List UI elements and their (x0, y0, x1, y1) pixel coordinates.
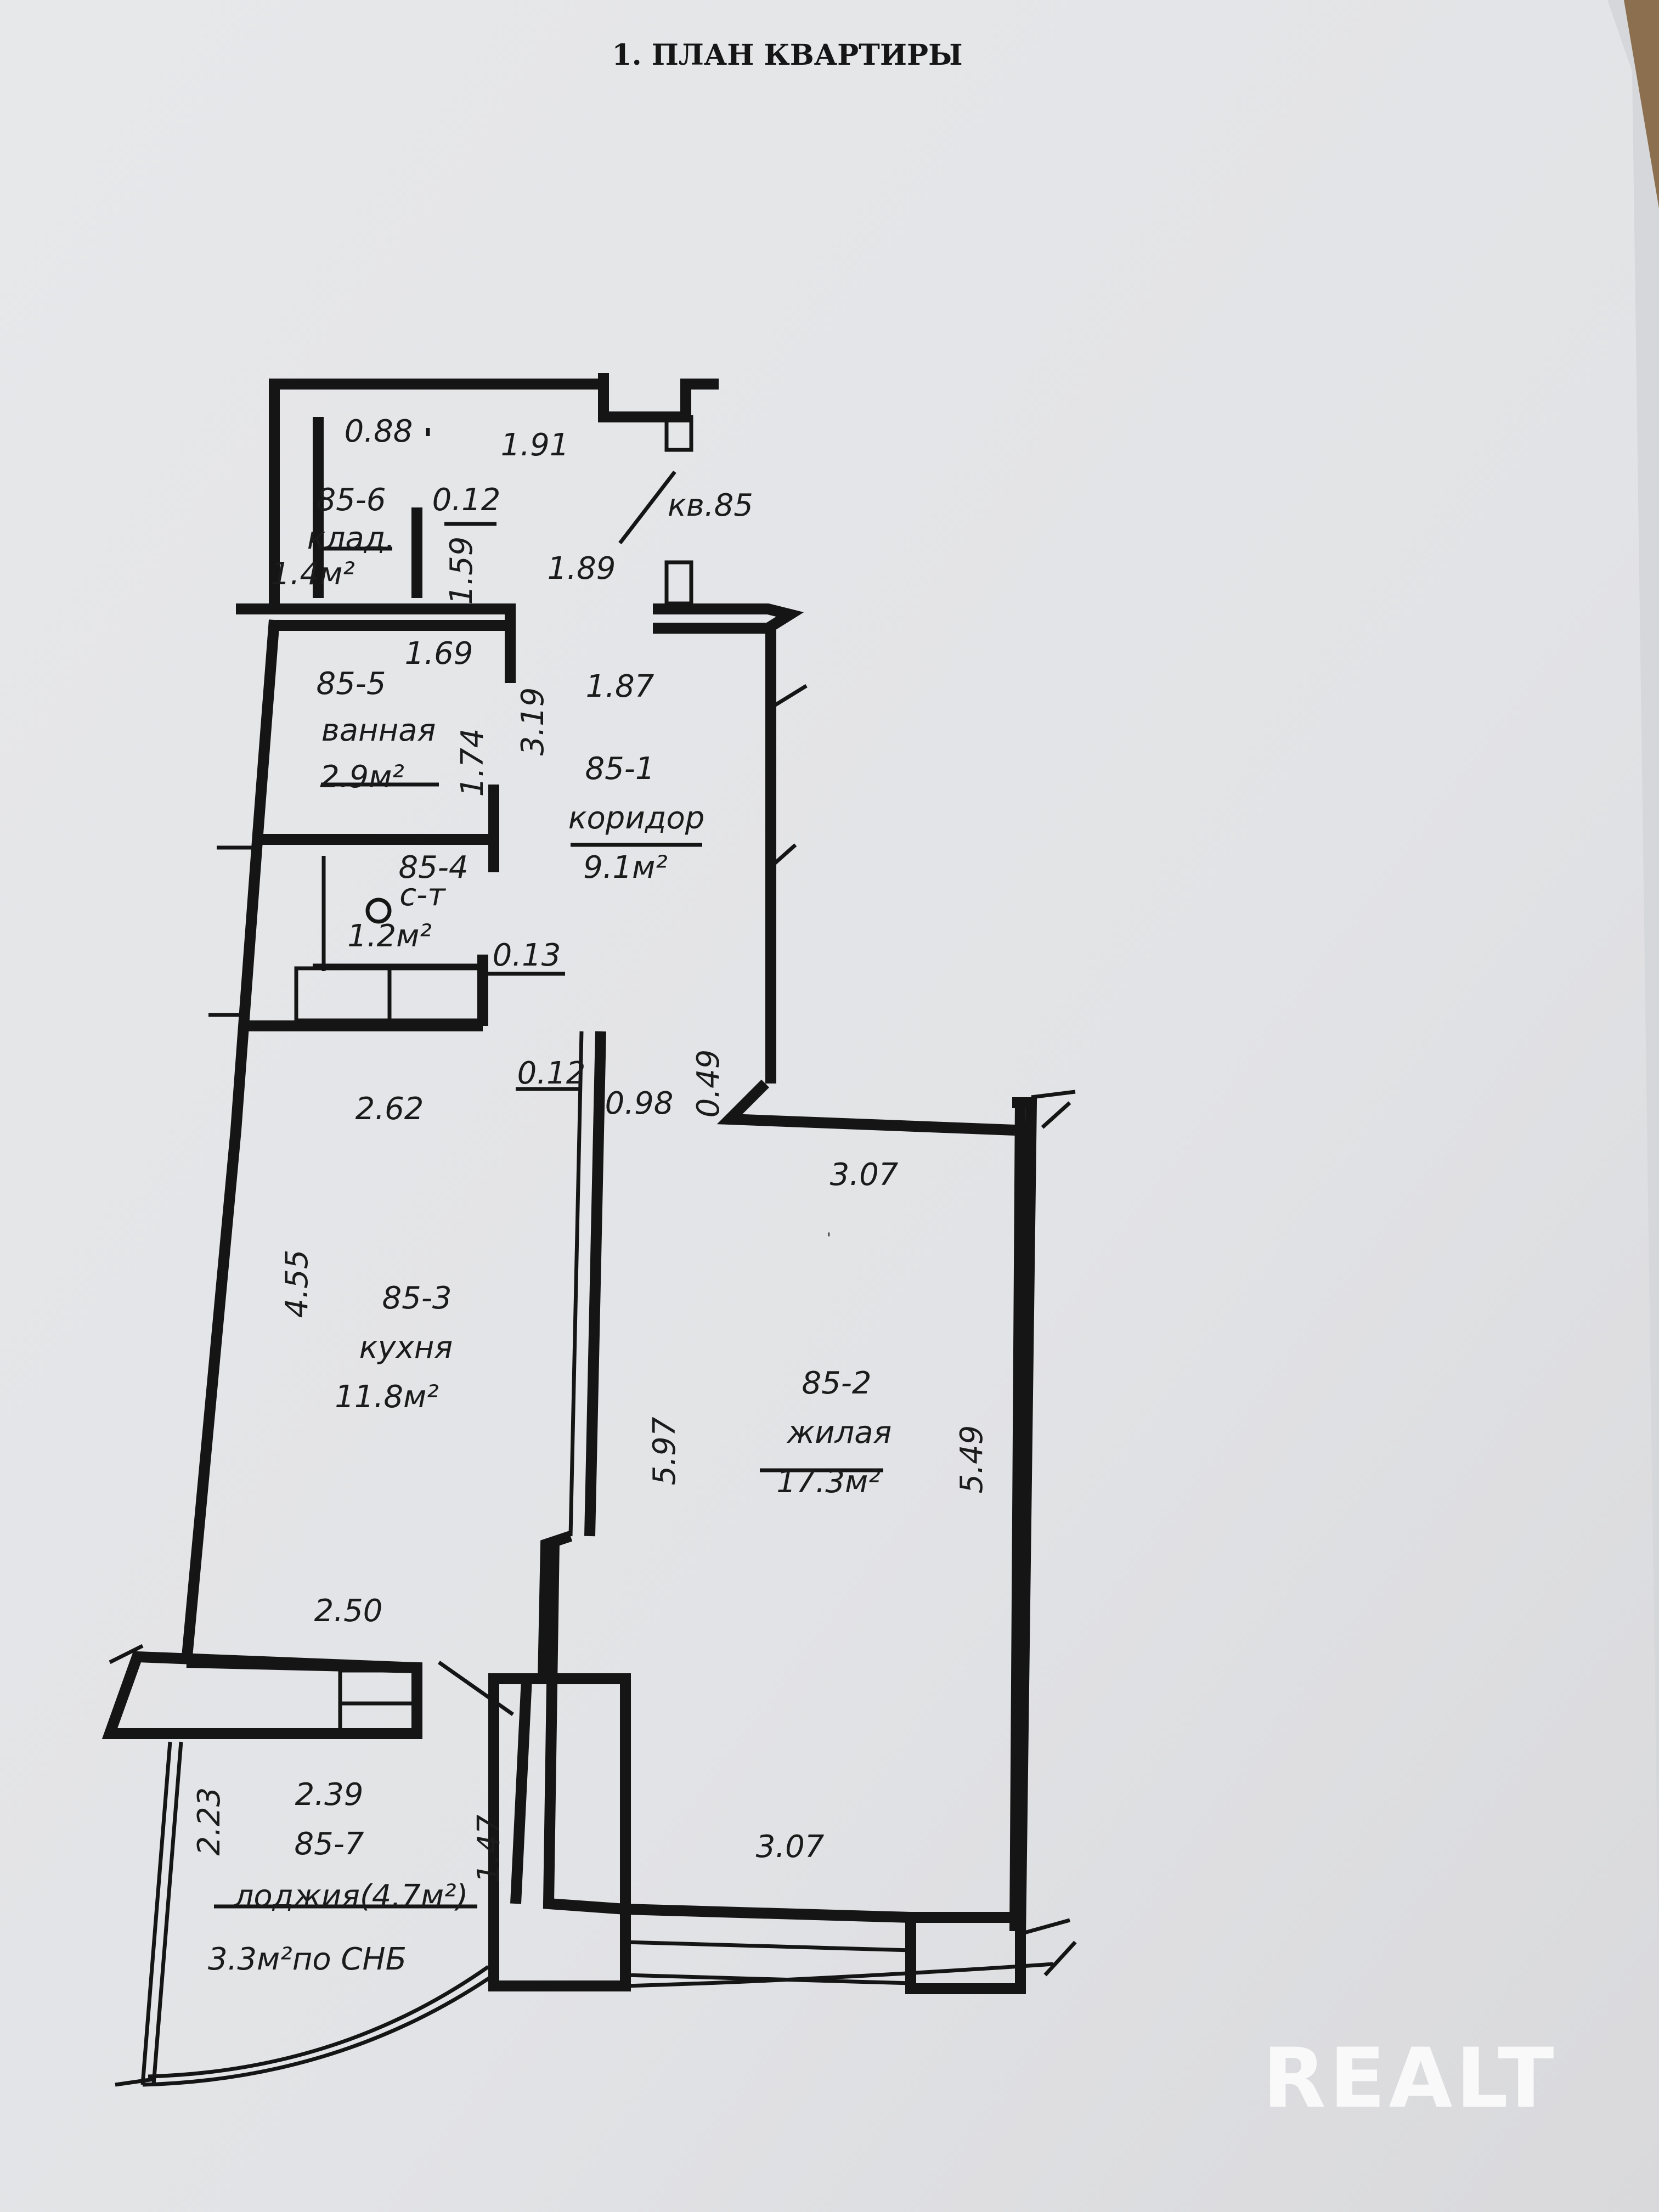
room-85-2-id: 85-2 (802, 1365, 871, 1401)
room-85-4-id: 85-4 (398, 850, 468, 885)
dimension-label: 2.39 (295, 1777, 364, 1813)
room-85-1-area: 9.1м² (583, 850, 668, 885)
dimension-label: 1.89 (548, 551, 616, 586)
room-85-4-area: 1.2м² (347, 918, 432, 954)
dimension-label: 2.23 (191, 1787, 227, 1856)
room-85-7-id: 85-7 (294, 1826, 364, 1862)
room-85-7-area: 3.3м²по СНБ (208, 1942, 407, 1977)
dimension-label: 3.07 (756, 1829, 825, 1865)
room-85-3-area: 11.8м² (335, 1379, 438, 1415)
room-85-2-area: 17.3м² (776, 1464, 880, 1500)
dimension-label: 5.49 (954, 1425, 990, 1494)
dimension-label: 0.12 (432, 482, 501, 518)
room-85-6-area: 1.4м² (270, 556, 355, 592)
room-85-5-area: 2.9м² (320, 759, 404, 795)
dimension-label: 1.87 (586, 669, 654, 704)
room-85-6-id: 85-6 (316, 482, 386, 518)
dimension-label: 1.69 (405, 636, 473, 672)
dimension-label: 0.88 (345, 414, 413, 449)
toilet-fixture-icon (365, 898, 392, 924)
dimension-label: 0.49 (691, 1049, 726, 1118)
dimension-label: 1.47 (471, 1814, 507, 1883)
room-85-4-name: с-т (399, 877, 446, 913)
realt-watermark: REALT (1262, 2031, 1557, 2126)
dimension-label: 3.19 (515, 687, 551, 756)
dimension-label: 0.98 (605, 1086, 674, 1121)
plan-title: 1. ПЛАН КВАРТИРЫ (612, 38, 962, 72)
dimension-label: 1.91 (501, 427, 569, 463)
dimension-label: 4.55 (279, 1250, 315, 1318)
room-85-7-name: лоджия(4.7м²) (234, 1878, 469, 1914)
dimension-label: 1.74 (455, 729, 490, 797)
dimension-label: 0.13 (493, 938, 561, 973)
room-85-5-id: 85-5 (316, 666, 386, 702)
room-85-6-name: клад. (307, 521, 395, 556)
room-85-5-name: ванная (321, 713, 436, 748)
dimension-label: 2.50 (314, 1593, 383, 1629)
room-85-1-name: коридор (568, 800, 705, 836)
dimension-label: 5.97 (647, 1417, 682, 1485)
room-85-3-id: 85-3 (382, 1280, 452, 1316)
dimension-label: 0.12 (517, 1056, 586, 1091)
dimension-label: 1.59 (444, 537, 479, 605)
room-85-1-id: 85-1 (585, 751, 654, 787)
room-85-3-name: кухня (359, 1330, 453, 1365)
vent-shaft (664, 415, 693, 452)
dimension-label: 3.07 (830, 1157, 899, 1193)
room-85-2-name: жилая (786, 1415, 892, 1451)
walls (101, 373, 1077, 2087)
apartment-number: кв.85 (668, 488, 753, 523)
dimension-label: 2.62 (356, 1091, 424, 1127)
